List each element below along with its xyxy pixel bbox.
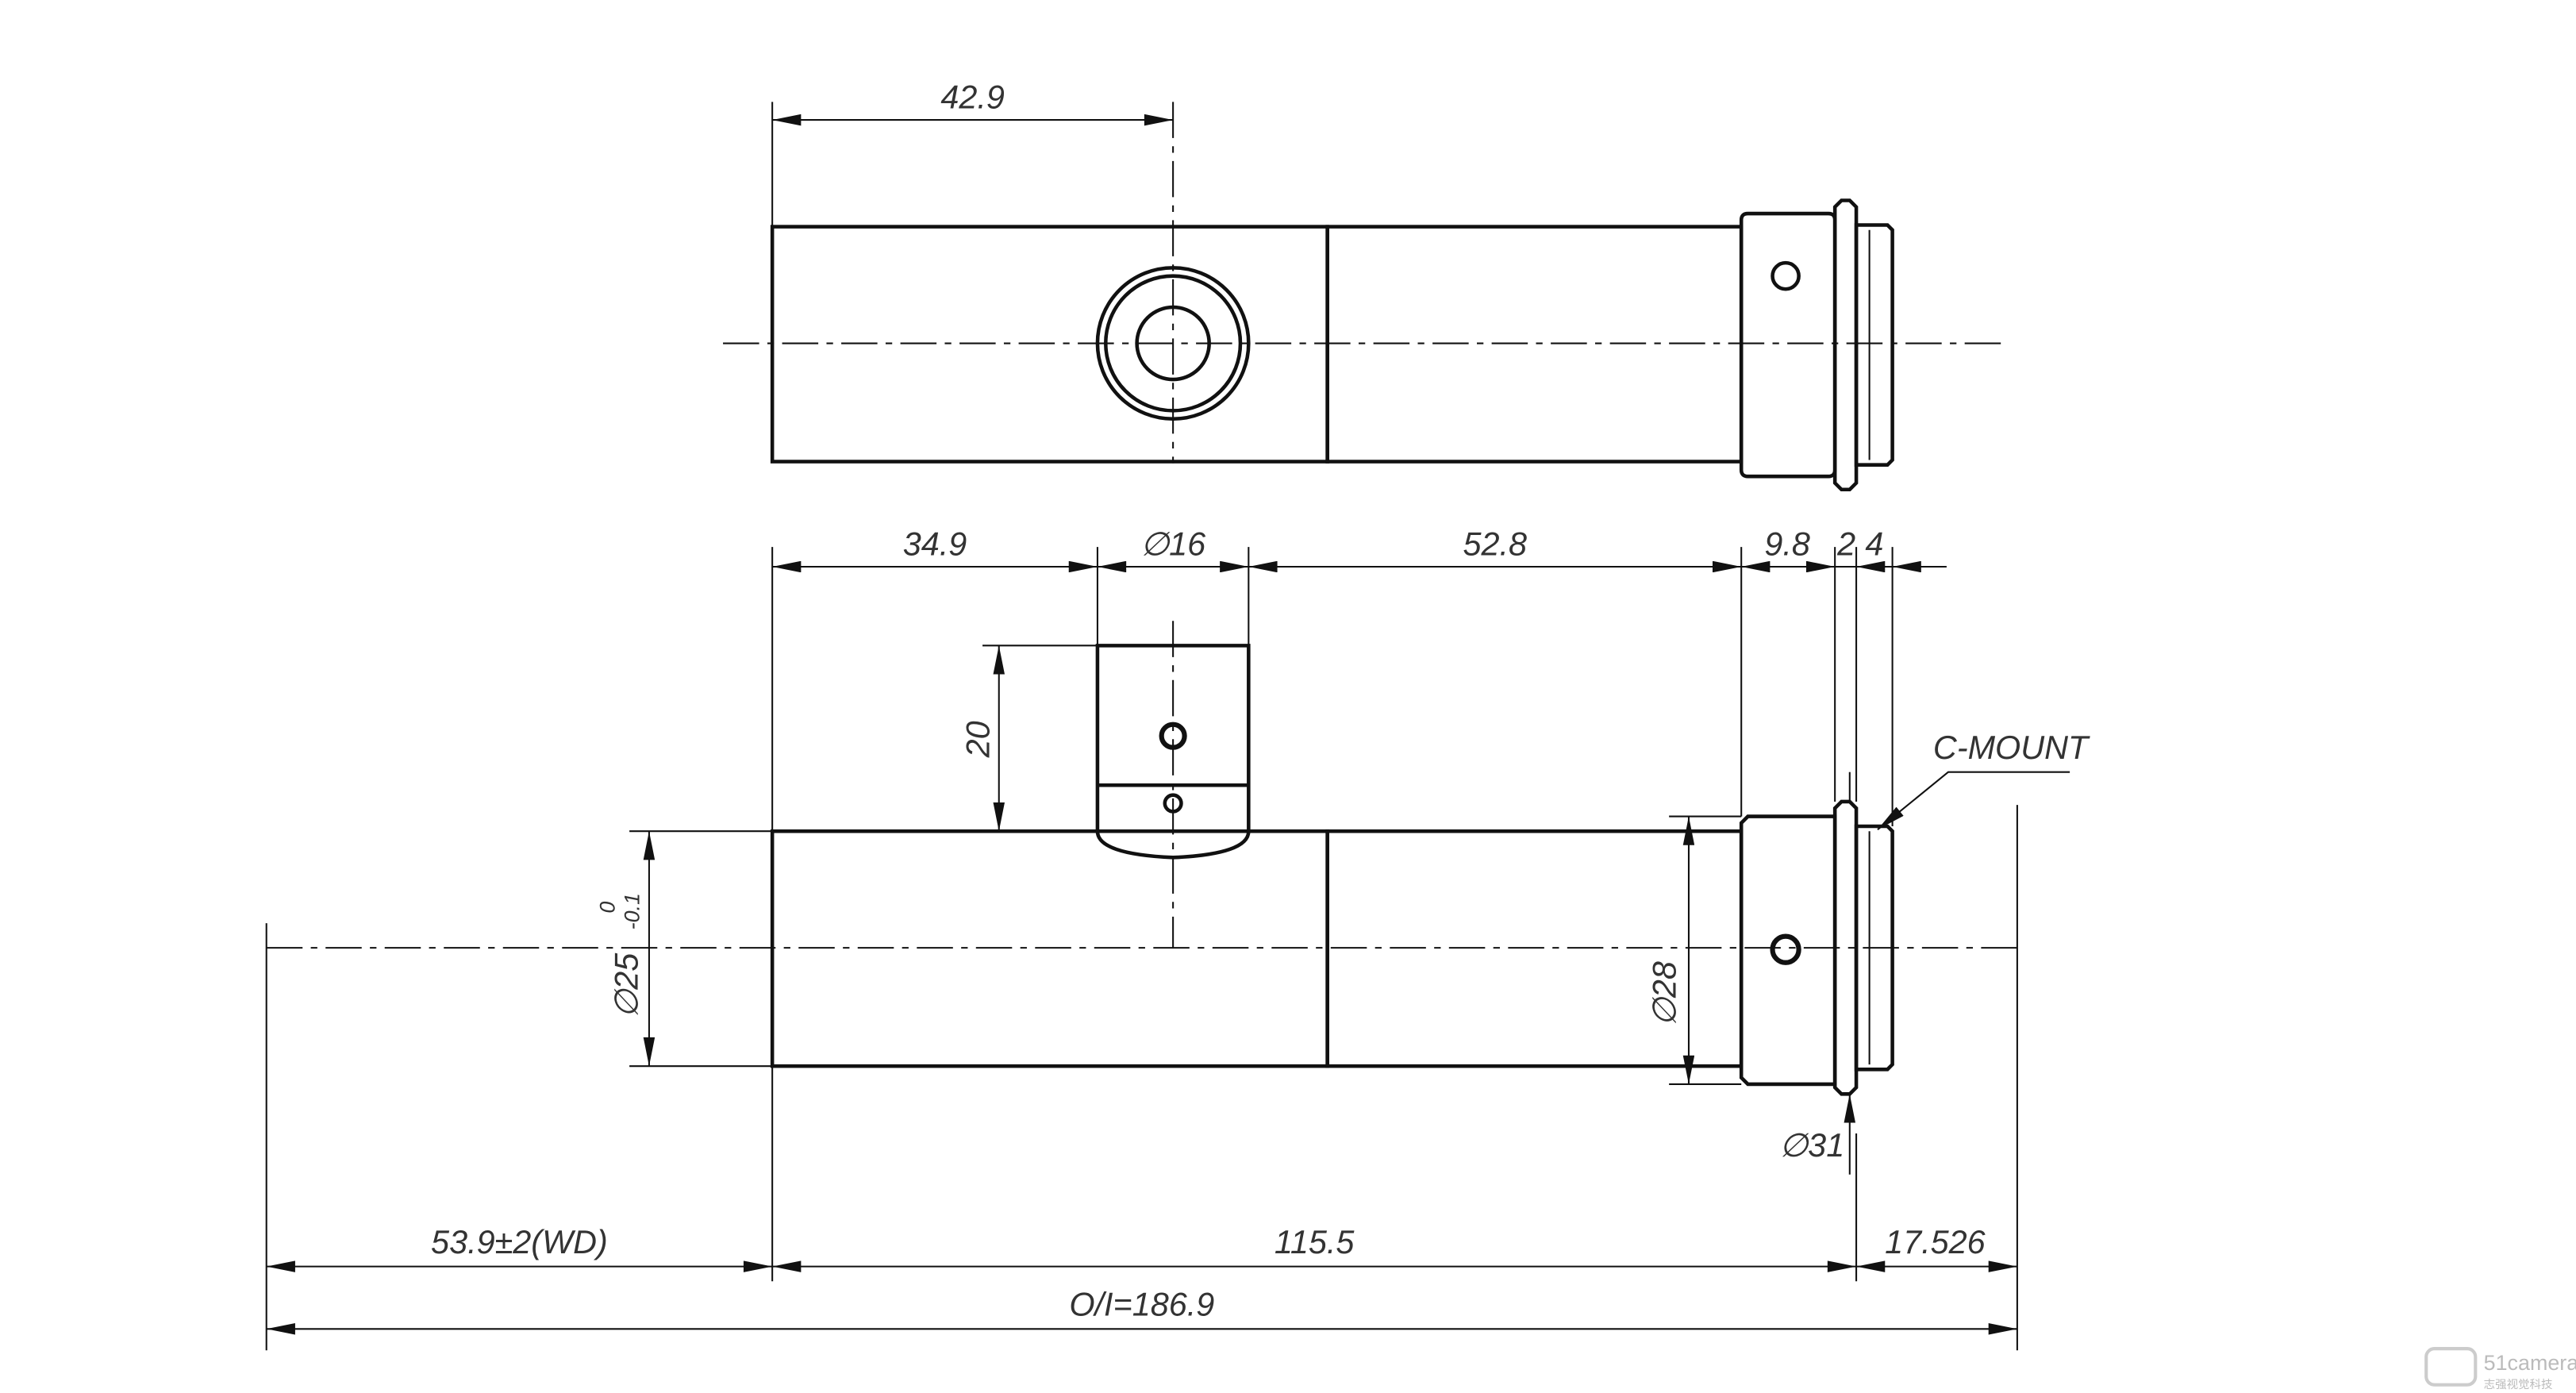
dim-34-9: 34.9	[903, 526, 967, 563]
watermark-brand: 51camera	[2484, 1351, 2576, 1375]
side-view: 34.9 ∅16 52.8 9.8 2 4 20 ∅25 0 -0.1 ∅28 …	[266, 526, 2090, 1175]
dim-dia-25: ∅25	[608, 952, 644, 1018]
dim-2: 2	[1836, 526, 1855, 563]
dim-20: 20	[959, 721, 996, 758]
watermark-logo: 51camera 志强视觉科技	[2424, 1347, 2576, 1391]
dim-total: O/I=186.9	[1069, 1287, 1214, 1323]
dim-length: 115.5	[1275, 1224, 1355, 1260]
dim-42-9: 42.9	[940, 79, 1005, 116]
c-mount-label: C-MOUNT	[1933, 729, 2090, 766]
dim-dia-16: ∅16	[1140, 526, 1206, 563]
dim-52-8: 52.8	[1463, 526, 1528, 563]
screw-hole	[1771, 260, 1801, 291]
dim-flange-back: 17.526	[1885, 1224, 1986, 1260]
overall-dims: 53.9±2(WD) 115.5 17.526 O/I=186.9	[265, 805, 2018, 1351]
dim-4: 4	[1865, 526, 1883, 563]
dim-dia-31: ∅31	[1779, 1127, 1844, 1164]
dim-dia-28: ∅28	[1646, 961, 1682, 1026]
tol-lower: -0.1	[621, 893, 644, 929]
tol-upper: 0	[595, 902, 619, 914]
watermark-subtitle: 志强视觉科技	[2484, 1378, 2553, 1391]
top-view: 42.9	[723, 79, 2005, 492]
dim-9-8: 9.8	[1764, 526, 1810, 563]
dim-working-distance: 53.9±2(WD)	[431, 1224, 608, 1260]
